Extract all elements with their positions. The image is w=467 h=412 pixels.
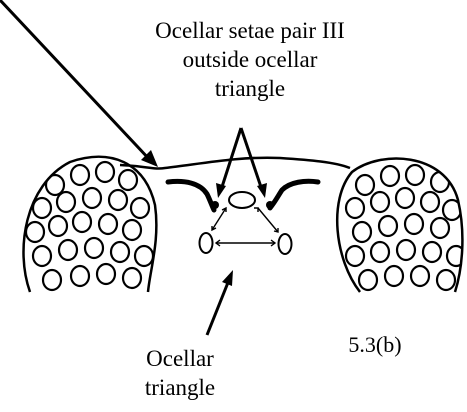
ocellus-right: [279, 234, 292, 254]
pointer-arrowhead-triangle: [222, 270, 233, 286]
compound-eye-left: [23, 157, 156, 292]
ocellus-median: [229, 192, 255, 208]
seta-right: [270, 181, 318, 208]
seta-base-left: [211, 201, 219, 209]
pointer-line-triangle: [207, 280, 229, 335]
label-ocellar-triangle: Ocellar triangle: [120, 344, 240, 402]
compound-eye-right: [337, 159, 465, 292]
pointer-arrowhead-seta-right: [257, 183, 267, 198]
label-ocellar-setae-line-3: triangle: [100, 74, 400, 103]
ocellus-left: [200, 233, 213, 253]
figure-number: 5.3(b): [315, 330, 435, 359]
label-ocellar-setae-line-2: outside ocellar: [100, 45, 400, 74]
seta-base-right: [266, 201, 274, 209]
seta-left: [168, 181, 214, 210]
label-ocellar-triangle-line-2: triangle: [120, 373, 240, 402]
label-ocellar-setae-line-1: Ocellar setae pair III: [100, 16, 400, 45]
ocellar-triangle-arrows: [212, 208, 278, 246]
label-ocellar-triangle-line-1: Ocellar: [120, 344, 240, 373]
label-ocellar-setae: Ocellar setae pair III outside ocellar t…: [100, 16, 400, 103]
pointer-arrowhead-seta-left: [216, 183, 226, 198]
